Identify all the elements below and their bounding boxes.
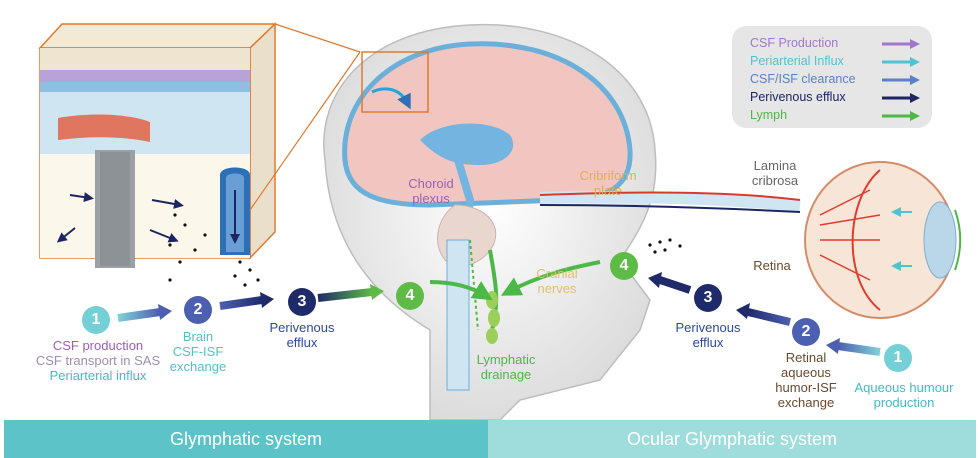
label-retina: Retina bbox=[753, 258, 791, 273]
glymphatic-step-1-line-2: CSF transport in SAS bbox=[35, 353, 161, 368]
label-lamina-cribrosa-1: Lamina bbox=[753, 158, 797, 173]
label-cranial-nerves-2: nerves bbox=[537, 281, 577, 296]
ocular-step-1-badge: 1 bbox=[884, 344, 912, 372]
glymphatic-step-1-line-1: CSF production bbox=[52, 338, 144, 353]
glymphatic-step-3-line-2: efflux bbox=[286, 335, 318, 350]
ocular-step-2-line-2: aqueous bbox=[781, 365, 831, 380]
glymphatic-step-2-badge: 2 bbox=[184, 296, 212, 324]
ocular-step-4-badge: 4 bbox=[610, 252, 638, 280]
ocular-step-2-line-4: exchange bbox=[777, 395, 835, 410]
label-cribriform-plate-1: Cribriform bbox=[579, 168, 637, 183]
glymphatic-step-4-line-1: Lymphatic bbox=[476, 352, 536, 367]
legend-arrow-csf-production bbox=[882, 39, 920, 49]
glymphatic-step-2-line-3: exchange bbox=[169, 359, 227, 374]
label-choroid-plexus-2: plexus bbox=[412, 191, 450, 206]
glymphatic-step-3-line-1: Perivenous bbox=[269, 320, 335, 335]
head-section bbox=[323, 23, 801, 421]
label-choroid-plexus-1: Choroid bbox=[408, 176, 454, 191]
ocular-step-1-line-1: Aqueous humour bbox=[854, 380, 954, 395]
legend-arrow-periarterial bbox=[882, 57, 920, 67]
ocular-step-3-badge: 3 bbox=[694, 284, 722, 312]
ocular-step-1-line-2: production bbox=[873, 395, 935, 410]
glymphatic-step-1-line-3: Periarterial influx bbox=[49, 368, 147, 383]
legend-csf-production: CSF Production bbox=[750, 36, 839, 50]
glymphatic-step-4-line-2: drainage bbox=[480, 367, 532, 382]
label-lamina-cribrosa-2: cribrosa bbox=[751, 173, 799, 188]
legend-lymph: Lymph bbox=[750, 108, 788, 122]
legend-periarterial-influx: Periarterial Influx bbox=[750, 54, 844, 68]
ocular-step-3-line-2: efflux bbox=[692, 335, 724, 350]
glymphatic-step-1-badge: 1 bbox=[82, 306, 110, 334]
flow-arrows bbox=[117, 272, 881, 356]
glymphatic-system-bar: Glymphatic system bbox=[4, 420, 488, 458]
ocular-step-2-line-1: Retinal bbox=[785, 350, 827, 365]
legend-perivenous-efflux: Perivenous efflux bbox=[750, 90, 846, 104]
ocular-step-2-line-3: humor-ISF bbox=[775, 380, 837, 395]
label-cranial-nerves-1: Cranial bbox=[536, 266, 578, 281]
glymphatic-step-2-line-1: Brain bbox=[182, 329, 214, 344]
label-cribriform-plate-2: plate bbox=[593, 183, 623, 198]
legend-arrow-clearance bbox=[882, 75, 920, 85]
glymphatic-step-2-line-2: CSF-ISF bbox=[172, 344, 224, 359]
ocular-step-3-line-1: Perivenous bbox=[675, 320, 741, 335]
ocular-step-2-badge: 2 bbox=[792, 318, 820, 346]
glymphatic-step-3-badge: 3 bbox=[288, 288, 316, 316]
eye bbox=[804, 161, 962, 319]
legend-arrow-perivenous bbox=[882, 93, 920, 103]
legend-csf-isf-clearance: CSF/ISF clearance bbox=[750, 72, 856, 86]
glymphatic-step-4-badge: 4 bbox=[396, 282, 424, 310]
tissue-block-inset bbox=[38, 22, 361, 287]
legend: CSF Production Periarterial Influx CSF/I… bbox=[732, 26, 932, 128]
ocular-glymphatic-system-bar: Ocular Glymphatic system bbox=[488, 420, 976, 458]
legend-arrow-lymph bbox=[882, 111, 920, 121]
